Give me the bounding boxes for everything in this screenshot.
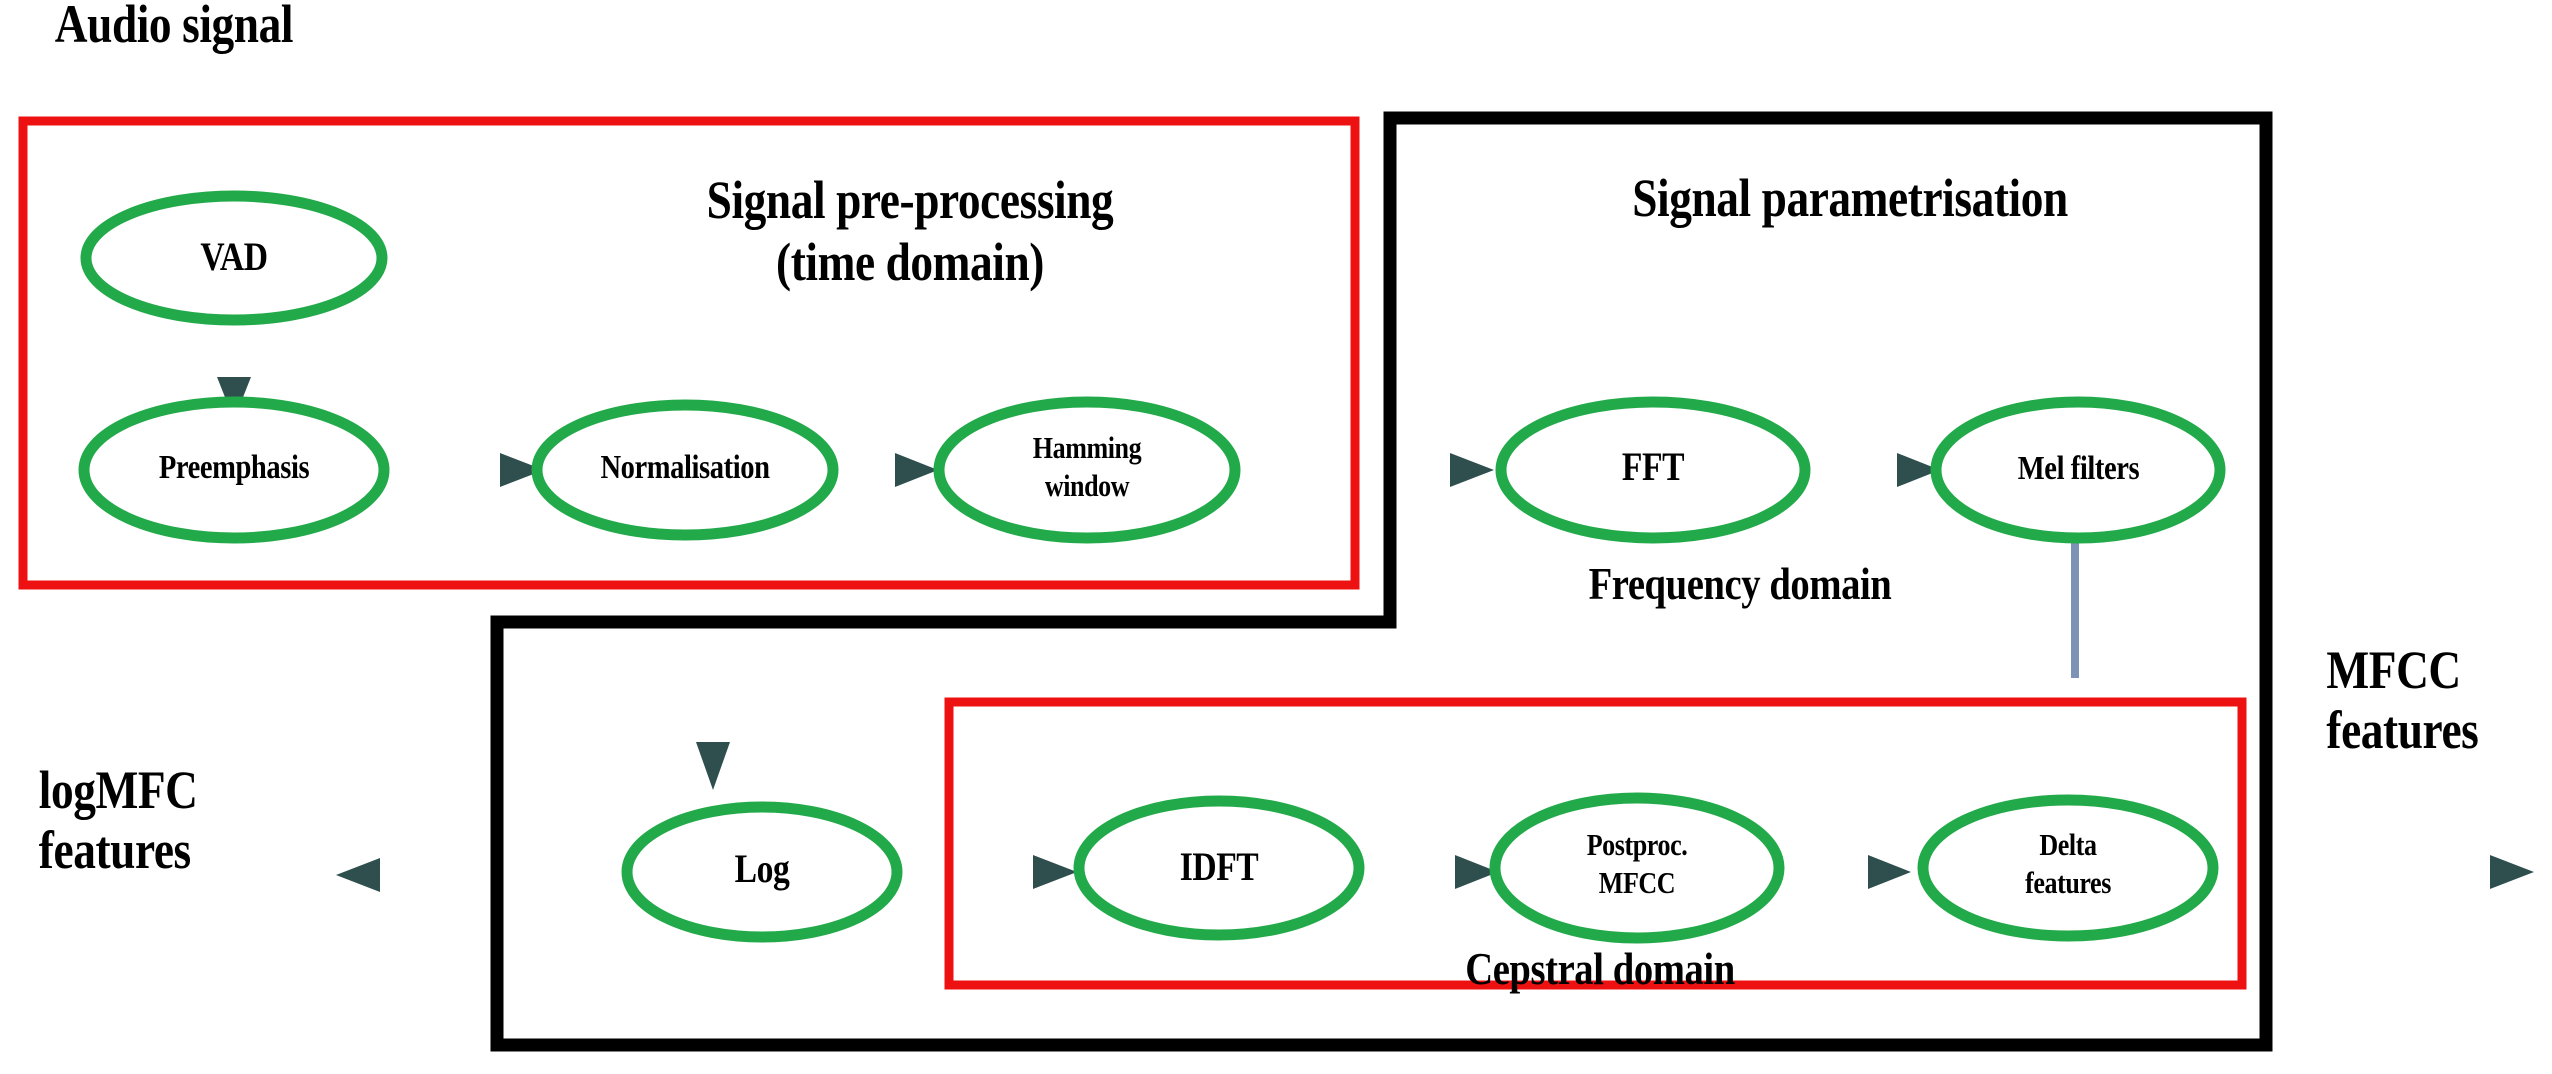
- node-label-log: Log: [734, 846, 790, 891]
- node-mel[interactable]: [1930, 396, 2226, 544]
- node-vad[interactable]: [80, 190, 388, 326]
- group-box-parametrisation: [490, 111, 2273, 1052]
- edge-log-to-idft: [895, 855, 1077, 889]
- node-label-idft: IDFT: [1179, 844, 1259, 889]
- edge-normalisation-to-hamming: [830, 453, 938, 487]
- node-label-hamming-window: Hamming window: [1032, 430, 1142, 503]
- group-box-cepstral: [944, 697, 2247, 990]
- edge-delta-to-mfcc: [2212, 855, 2534, 889]
- edge-hamming-to-fft: [1232, 453, 1494, 487]
- group-box-preprocessing: [18, 116, 1360, 590]
- group-title-cepstral-domain: Cepstral domain: [1465, 943, 1735, 994]
- node-label-postproc-mfcc: Postproc. MFCC: [1586, 827, 1688, 900]
- node-label-fft: FFT: [1621, 444, 1685, 489]
- node-label-normalisation: Normalisation: [600, 449, 770, 486]
- group-title-preprocessing: Signal pre-processing (time domain): [706, 170, 1114, 292]
- node-log[interactable]: [621, 801, 903, 943]
- edge-idft-to-postproc: [1355, 855, 1498, 889]
- output-label-mfcc-features: MFCC features: [2326, 640, 2479, 761]
- input-label-audio-signal: Audio signal: [54, 0, 294, 54]
- node-label-preemphasis: Preemphasis: [158, 449, 310, 486]
- edge-postproc-to-delta: [1775, 855, 1911, 889]
- node-preemphasis[interactable]: [78, 396, 390, 544]
- node-normalisation[interactable]: [531, 399, 839, 541]
- node-hamming[interactable]: [933, 396, 1241, 544]
- node-fft[interactable]: [1495, 396, 1811, 544]
- edge-mel-to-log: [696, 540, 2079, 790]
- group-title-parametrisation: Signal parametrisation: [1632, 168, 2068, 228]
- edge-preemphasis-to-normalisation: [380, 453, 544, 487]
- node-label-delta-features: Delta features: [2025, 827, 2111, 900]
- group-title-frequency-domain: Frequency domain: [1588, 558, 1892, 609]
- output-label-logmfc-features: logMFC features: [38, 760, 198, 881]
- node-label-mel-filters: Mel filters: [2017, 450, 2140, 487]
- edge-log-to-logmfc: [336, 858, 630, 892]
- node-idft[interactable]: [1073, 795, 1365, 941]
- node-delta[interactable]: [1917, 794, 2219, 942]
- node-label-vad: VAD: [200, 234, 268, 279]
- edge-fft-to-mel: [1802, 453, 1940, 487]
- node-postproc[interactable]: [1489, 792, 1785, 944]
